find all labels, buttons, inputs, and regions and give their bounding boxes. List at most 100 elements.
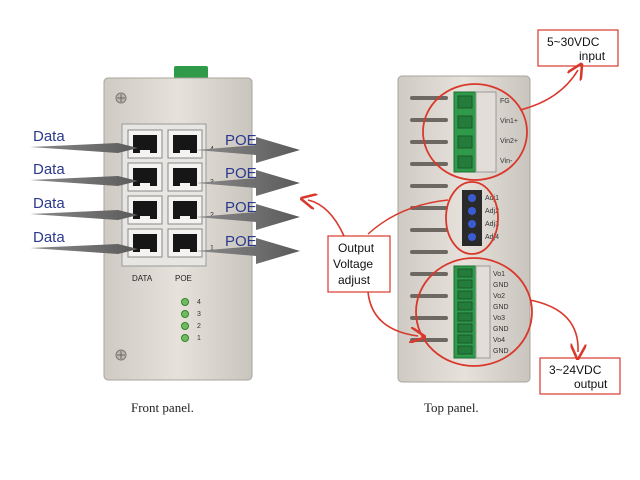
input-callout-line2: input [579, 49, 606, 63]
led-label: 1 [197, 335, 201, 342]
potentiometer-icon [468, 207, 476, 215]
terminal-screw-icon [457, 301, 473, 311]
output-callout-arrow [529, 299, 578, 352]
potentiometer-icon [468, 220, 476, 228]
terminal-label: GND [493, 326, 509, 333]
terminal-label: Vin2+ [500, 138, 518, 145]
adjust-callout-line1: Output [338, 241, 375, 255]
terminal-screw-icon [457, 290, 473, 300]
adjust-to-front-arrow [308, 200, 345, 237]
poe-arrow [196, 204, 300, 230]
terminal-screw-icon [457, 268, 473, 278]
output-callout-line1: 3~24VDC [549, 363, 602, 377]
rj45-port-icon [127, 162, 163, 192]
terminal-label: FG [500, 98, 510, 105]
led-label: 3 [197, 311, 201, 318]
vent-slot [410, 118, 448, 122]
potentiometer-icon [468, 194, 476, 202]
potentiometer-icon [468, 233, 476, 241]
vent-slot [410, 184, 448, 188]
poe-label: POE [225, 132, 257, 149]
top-panel: FG Vin1+ Vin2+ Vin- Adj1 Adj2 Adj3 Adj4 … [397, 75, 531, 383]
rj45-port-icon [127, 129, 163, 159]
terminal-screw-icon [457, 279, 473, 289]
poe-arrow [196, 170, 300, 196]
adjust-label: Adj3 [485, 221, 499, 228]
port-number: 1 [210, 245, 214, 252]
column-label-poe: POE [175, 274, 192, 283]
front-panel-caption: Front panel. [131, 400, 194, 415]
data-arrow [30, 176, 138, 186]
data-arrow [30, 210, 138, 220]
poe-label: POE [225, 165, 257, 182]
terminal-label: Vo2 [493, 293, 505, 300]
input-highlight [422, 83, 528, 181]
input-callout-line1: 5~30VDC [547, 35, 600, 49]
output-highlight [415, 257, 533, 367]
output-callout-line2: output [574, 377, 608, 391]
rj45-port-icon [167, 162, 203, 192]
output-callout-box [539, 357, 621, 395]
adjust-connector [367, 199, 449, 235]
led-label: 2 [197, 323, 201, 330]
adjust-callout-box [327, 235, 391, 293]
terminal-screw-icon [457, 345, 473, 355]
adjust-callout-line2: Voltage [333, 257, 373, 271]
vent-slot [410, 272, 448, 276]
adjust-callout-line3: adjust [338, 273, 371, 287]
vent-slot [410, 294, 448, 298]
column-label-data: DATA [132, 274, 153, 283]
vent-slot [410, 250, 448, 254]
vent-slot [410, 140, 448, 144]
terminal-screw-icon [457, 115, 473, 129]
power-connector [174, 66, 208, 80]
terminal-label: Vin1+ [500, 118, 518, 125]
vent-slot [410, 162, 448, 166]
rj45-port-icon [127, 228, 163, 258]
led-label: 4 [197, 299, 201, 306]
vent-slot [410, 316, 448, 320]
terminal-screw-icon [457, 312, 473, 322]
terminal-label: GND [493, 282, 509, 289]
terminal-screw-icon [457, 135, 473, 149]
led-indicator [181, 334, 189, 342]
data-label: Data [33, 161, 65, 178]
input-callout-box [537, 29, 619, 67]
terminal-label: Vo4 [493, 337, 505, 344]
poe-label: POE [225, 233, 257, 250]
rj45-port-icon [127, 195, 163, 225]
terminal-screw-icon [457, 155, 473, 169]
data-label: Data [33, 195, 65, 212]
terminal-label: Vin- [500, 158, 513, 165]
front-panel: DATA POE 4 3 2 1 4 3 2 1 [103, 66, 253, 381]
terminal-screw-icon [457, 95, 473, 109]
poe-arrow [196, 238, 300, 264]
poe-arrows: POE POE POE POE [196, 132, 300, 264]
led-indicator [181, 322, 189, 330]
adjust-block [462, 190, 482, 246]
led-indicator [181, 298, 189, 306]
adjust-label: Adj2 [485, 208, 499, 215]
data-label: Data [33, 128, 65, 145]
adjust-label: Adj1 [485, 195, 499, 202]
data-arrow [30, 143, 138, 153]
adjust-to-output-arrow [367, 291, 418, 336]
led-column: 4 3 2 1 [181, 298, 201, 342]
terminal-label: Vo1 [493, 271, 505, 278]
led-indicator [181, 310, 189, 318]
terminal-label: GND [493, 348, 509, 355]
terminal-label: GND [493, 304, 509, 311]
terminal-screw-icon [457, 323, 473, 333]
port-number: 2 [210, 212, 214, 219]
vent-slot [410, 206, 448, 210]
adjust-label: Adj4 [485, 234, 499, 241]
poe-arrow [196, 137, 300, 163]
adjust-highlight [445, 181, 499, 255]
data-arrows: Data Data Data Data [30, 128, 138, 254]
vent-slot [410, 338, 448, 342]
rj45-port-icon [167, 129, 203, 159]
vent-slot [410, 96, 448, 100]
terminal-label: Vo3 [493, 315, 505, 322]
top-panel-caption: Top panel. [424, 400, 479, 415]
